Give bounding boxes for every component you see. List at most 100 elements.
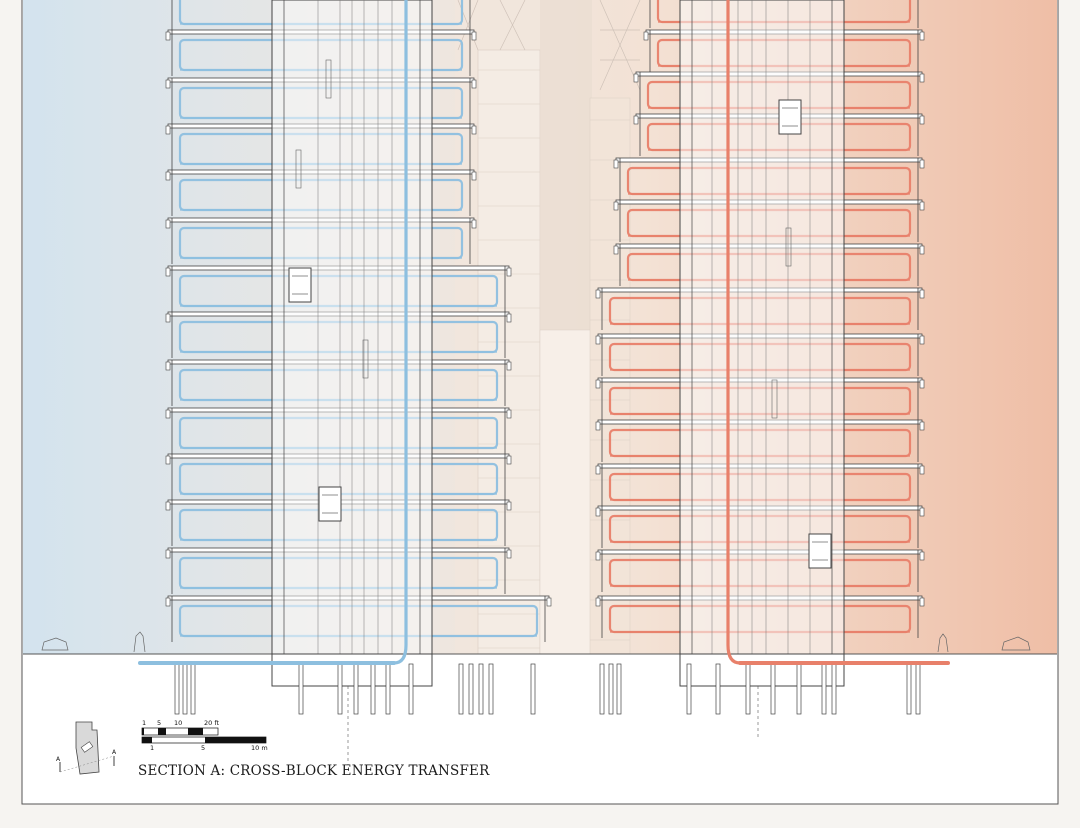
foundation-pile — [370, 663, 376, 715]
vehicle-left — [41, 637, 69, 651]
slab-edge — [633, 115, 639, 125]
slab-edge — [919, 551, 925, 561]
slab-edge — [613, 245, 619, 255]
foundation-pile — [488, 663, 494, 715]
tower-sections — [138, 0, 950, 715]
slab-edge — [165, 219, 171, 229]
key-plan — [59, 721, 115, 775]
right-tower-warm — [595, 0, 950, 715]
slab-edge — [919, 159, 925, 169]
scale-bar-segment — [142, 728, 144, 735]
left-tower-cold — [138, 0, 552, 715]
slab-edge — [919, 465, 925, 475]
slab-edge — [595, 597, 601, 607]
elevator-car — [288, 267, 312, 303]
scale-bar-segment — [188, 728, 203, 735]
scale-label-metric-10m: 10 m — [251, 744, 268, 752]
foundation-pile — [686, 663, 692, 715]
bg-truss — [599, 0, 641, 91]
slab-edge — [165, 455, 171, 465]
slab-edge — [595, 421, 601, 431]
section-marker-right: A — [112, 749, 117, 756]
slab-edge — [919, 115, 925, 125]
riser-bend — [393, 644, 408, 665]
foundation-pile — [906, 663, 912, 715]
slab-edge — [471, 219, 477, 229]
slab-edge — [471, 171, 477, 181]
slab-edge — [471, 79, 477, 89]
scale-label-imperial-10: 10 — [174, 719, 183, 727]
foundation-pile — [608, 663, 614, 715]
scale-bar-segment — [205, 737, 266, 743]
slab-edge — [471, 31, 477, 41]
foundation-pile — [530, 663, 536, 715]
foundation-pile — [616, 663, 622, 715]
figure-left — [133, 631, 146, 653]
slab-edge — [919, 507, 925, 517]
counterweight — [362, 339, 369, 379]
slab-edge — [919, 73, 925, 83]
slab-edge — [165, 31, 171, 41]
slab-edge — [506, 267, 512, 277]
slab-edge — [506, 455, 512, 465]
drawing-title: SECTION A: CROSS-BLOCK ENERGY TRANSFER — [138, 763, 490, 779]
slab-edge — [919, 201, 925, 211]
slab-edge — [506, 409, 512, 419]
slab-edge — [595, 289, 601, 299]
slab-edge — [595, 465, 601, 475]
slab-edge — [613, 159, 619, 169]
counterweight — [785, 227, 792, 267]
scale-label-metric-5: 5 — [201, 744, 206, 752]
foundation-pile — [468, 663, 474, 715]
foundation-pile — [458, 663, 464, 715]
figure-right — [937, 633, 949, 653]
slab-edge — [165, 549, 171, 559]
foundation-pile — [298, 663, 304, 715]
bg-building-center — [540, 0, 592, 330]
slab-edge — [919, 31, 925, 41]
counterweight — [325, 59, 332, 99]
foundation-pile — [599, 663, 605, 715]
slab-edge — [165, 409, 171, 419]
slab-edge — [506, 361, 512, 371]
slab-edge — [471, 125, 477, 135]
section-marker-left: A — [56, 756, 61, 763]
foundation-pile — [385, 663, 391, 715]
slab-edge — [506, 501, 512, 511]
foundation-pile — [745, 663, 751, 715]
slab-edge — [595, 551, 601, 561]
foundation-pile — [190, 663, 196, 715]
slab-edge — [165, 125, 171, 135]
slab-edge — [165, 313, 171, 323]
foundation-pile — [337, 663, 343, 715]
slab-edge — [546, 597, 552, 607]
slab-edge — [919, 421, 925, 431]
slab-edge — [165, 171, 171, 181]
slab-edge — [165, 597, 171, 607]
scale-bar-imperial — [141, 727, 219, 736]
foundation-pile — [182, 663, 188, 715]
slab-edge — [595, 507, 601, 517]
slab-edge — [633, 73, 639, 83]
foundation-pile — [821, 663, 827, 715]
foundation-pile — [408, 663, 414, 715]
scale-label-imperial-20ft: 20 ft — [204, 719, 220, 727]
background-buildings — [455, 0, 641, 655]
elevator-car — [808, 533, 832, 569]
slab-edge — [919, 335, 925, 345]
foundation-pad — [679, 653, 845, 687]
slab-edge — [919, 245, 925, 255]
foundation-pile — [353, 663, 359, 715]
key-plan-building — [80, 741, 94, 753]
foundation-pile — [174, 663, 180, 715]
scale-bar-segment — [158, 728, 166, 735]
slab-edge — [919, 289, 925, 299]
scale-bar — [141, 727, 267, 744]
section-cut-line — [59, 755, 115, 773]
slab-edge — [643, 31, 649, 41]
slab-edge — [506, 549, 512, 559]
slab-edge — [595, 335, 601, 345]
elevator-car — [778, 99, 802, 135]
